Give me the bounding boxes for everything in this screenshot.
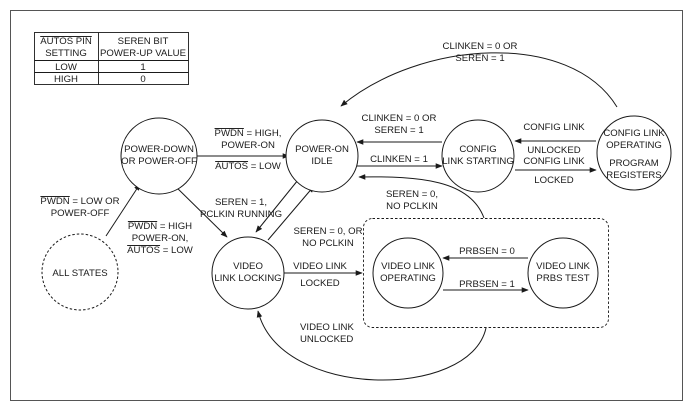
state-label: OR POWER-OFF xyxy=(121,156,197,167)
table-header-autos: AUTOS PIN xyxy=(40,36,92,47)
state-video-link-prbs-test xyxy=(527,237,599,309)
transition-label: PCLKIN RUNNING xyxy=(200,209,282,220)
transition-label: LOCKED xyxy=(300,278,340,289)
transition-label: PWDN = HIGH xyxy=(128,221,192,232)
arrow-pd-to-vll xyxy=(171,182,228,238)
transition-label: PWDN = HIGH, xyxy=(215,128,282,139)
state-label: PRBS TEST xyxy=(536,273,589,284)
table-header-powerup-value: POWER-UP VALUE xyxy=(100,48,186,59)
video-link-operating-group xyxy=(363,218,609,328)
arrow-top-arc xyxy=(340,52,618,108)
state-power-on-idle xyxy=(285,119,359,193)
table-cell-value: 1 xyxy=(140,62,145,73)
transition-text: = HIGH, xyxy=(244,128,282,139)
transition-label: POWER-OFF xyxy=(51,208,110,219)
transition-label: NO PCLKIN xyxy=(302,238,354,249)
state-label: CONFIG xyxy=(459,144,496,155)
state-label: ALL STATES xyxy=(52,268,107,279)
transition-label: SEREN = 1 xyxy=(374,125,423,136)
transition-label: PWDN = LOW OR xyxy=(40,196,119,207)
state-label: VIDEO LINK xyxy=(381,261,435,272)
table-cell-setting: LOW xyxy=(55,62,78,73)
transition-label: POWER-ON, xyxy=(132,233,189,244)
transition-text: = LOW xyxy=(248,161,282,172)
transition-label: SEREN = 0, OR xyxy=(293,226,362,237)
transition-text: = HIGH xyxy=(157,221,192,232)
table-header-seren-bit: SEREN BIT xyxy=(118,36,169,47)
state-label: REGISTERS xyxy=(606,170,661,181)
autos-signal: AUTOS xyxy=(215,161,248,172)
state-label: CONFIG LINK xyxy=(603,128,665,139)
table-cell-value: 0 xyxy=(140,74,145,85)
table-header-setting: SETTING xyxy=(45,48,87,59)
state-label: PROGRAM xyxy=(609,158,659,169)
arrow-idle-to-vll xyxy=(255,179,299,233)
transition-label: UNLOCKED xyxy=(300,334,353,345)
arrow-box-to-idle xyxy=(358,174,485,219)
arrow-bottom-arc xyxy=(256,310,487,381)
autos-signal: AUTOS xyxy=(127,245,160,256)
transition-label: NO PCLKIN xyxy=(386,201,438,212)
transition-label: CLINKEN = 0 OR xyxy=(443,41,518,52)
transition-label: CONFIG LINK xyxy=(523,156,585,167)
state-all-states xyxy=(41,233,119,311)
state-label: IDLE xyxy=(311,156,332,167)
arrow-all-to-pd xyxy=(105,183,141,237)
transition-label: UNLOCKED xyxy=(527,145,580,156)
transition-label: AUTOS = LOW xyxy=(215,161,282,172)
pwdn-signal: PWDN xyxy=(40,196,69,207)
state-label: LINK STARTING xyxy=(442,156,514,167)
transition-label: SEREN = 0, xyxy=(386,189,438,200)
pwdn-signal: PWDN xyxy=(128,221,157,232)
transition-label: PRBSEN = 1 xyxy=(459,279,515,290)
transition-label: POWER-ON xyxy=(221,140,275,151)
state-label: OPERATING xyxy=(380,273,436,284)
state-label: LINK LOCKING xyxy=(214,273,281,284)
transition-label: AUTOS = LOW xyxy=(127,245,194,256)
transition-text: = LOW xyxy=(160,245,194,256)
state-label: OPERATING xyxy=(606,140,662,151)
transition-label: SEREN = 1, xyxy=(215,197,267,208)
transition-label: CLINKEN = 0 OR xyxy=(362,113,437,124)
transition-label: SEREN = 1 xyxy=(455,53,504,64)
transition-label: VIDEO LINK xyxy=(300,322,354,333)
state-label: VIDEO xyxy=(233,261,263,272)
state-video-link-locking xyxy=(211,236,285,310)
transition-label: CONFIG LINK xyxy=(523,122,585,133)
transition-label: LOCKED xyxy=(534,175,574,186)
state-label: VIDEO LINK xyxy=(536,261,590,272)
state-label: POWER-ON xyxy=(295,144,349,155)
pwdn-signal: PWDN xyxy=(215,128,244,139)
transition-text: = LOW OR xyxy=(70,196,120,207)
state-power-down xyxy=(120,117,198,195)
state-video-link-operating xyxy=(372,237,444,309)
state-config-link-operating xyxy=(596,115,672,191)
transition-label: CLINKEN = 1 xyxy=(370,154,428,165)
autos-seren-table: AUTOS PIN SETTING SEREN BIT POWER-UP VAL… xyxy=(34,32,189,85)
state-label: POWER-DOWN xyxy=(124,144,194,155)
transition-label: PRBSEN = 0 xyxy=(459,246,515,257)
table-cell-setting: HIGH xyxy=(54,74,78,85)
diagram-border xyxy=(10,10,683,401)
transition-label: VIDEO LINK xyxy=(293,261,347,272)
arrow-vll-to-idle xyxy=(267,185,315,241)
state-config-link-starting xyxy=(441,119,515,193)
